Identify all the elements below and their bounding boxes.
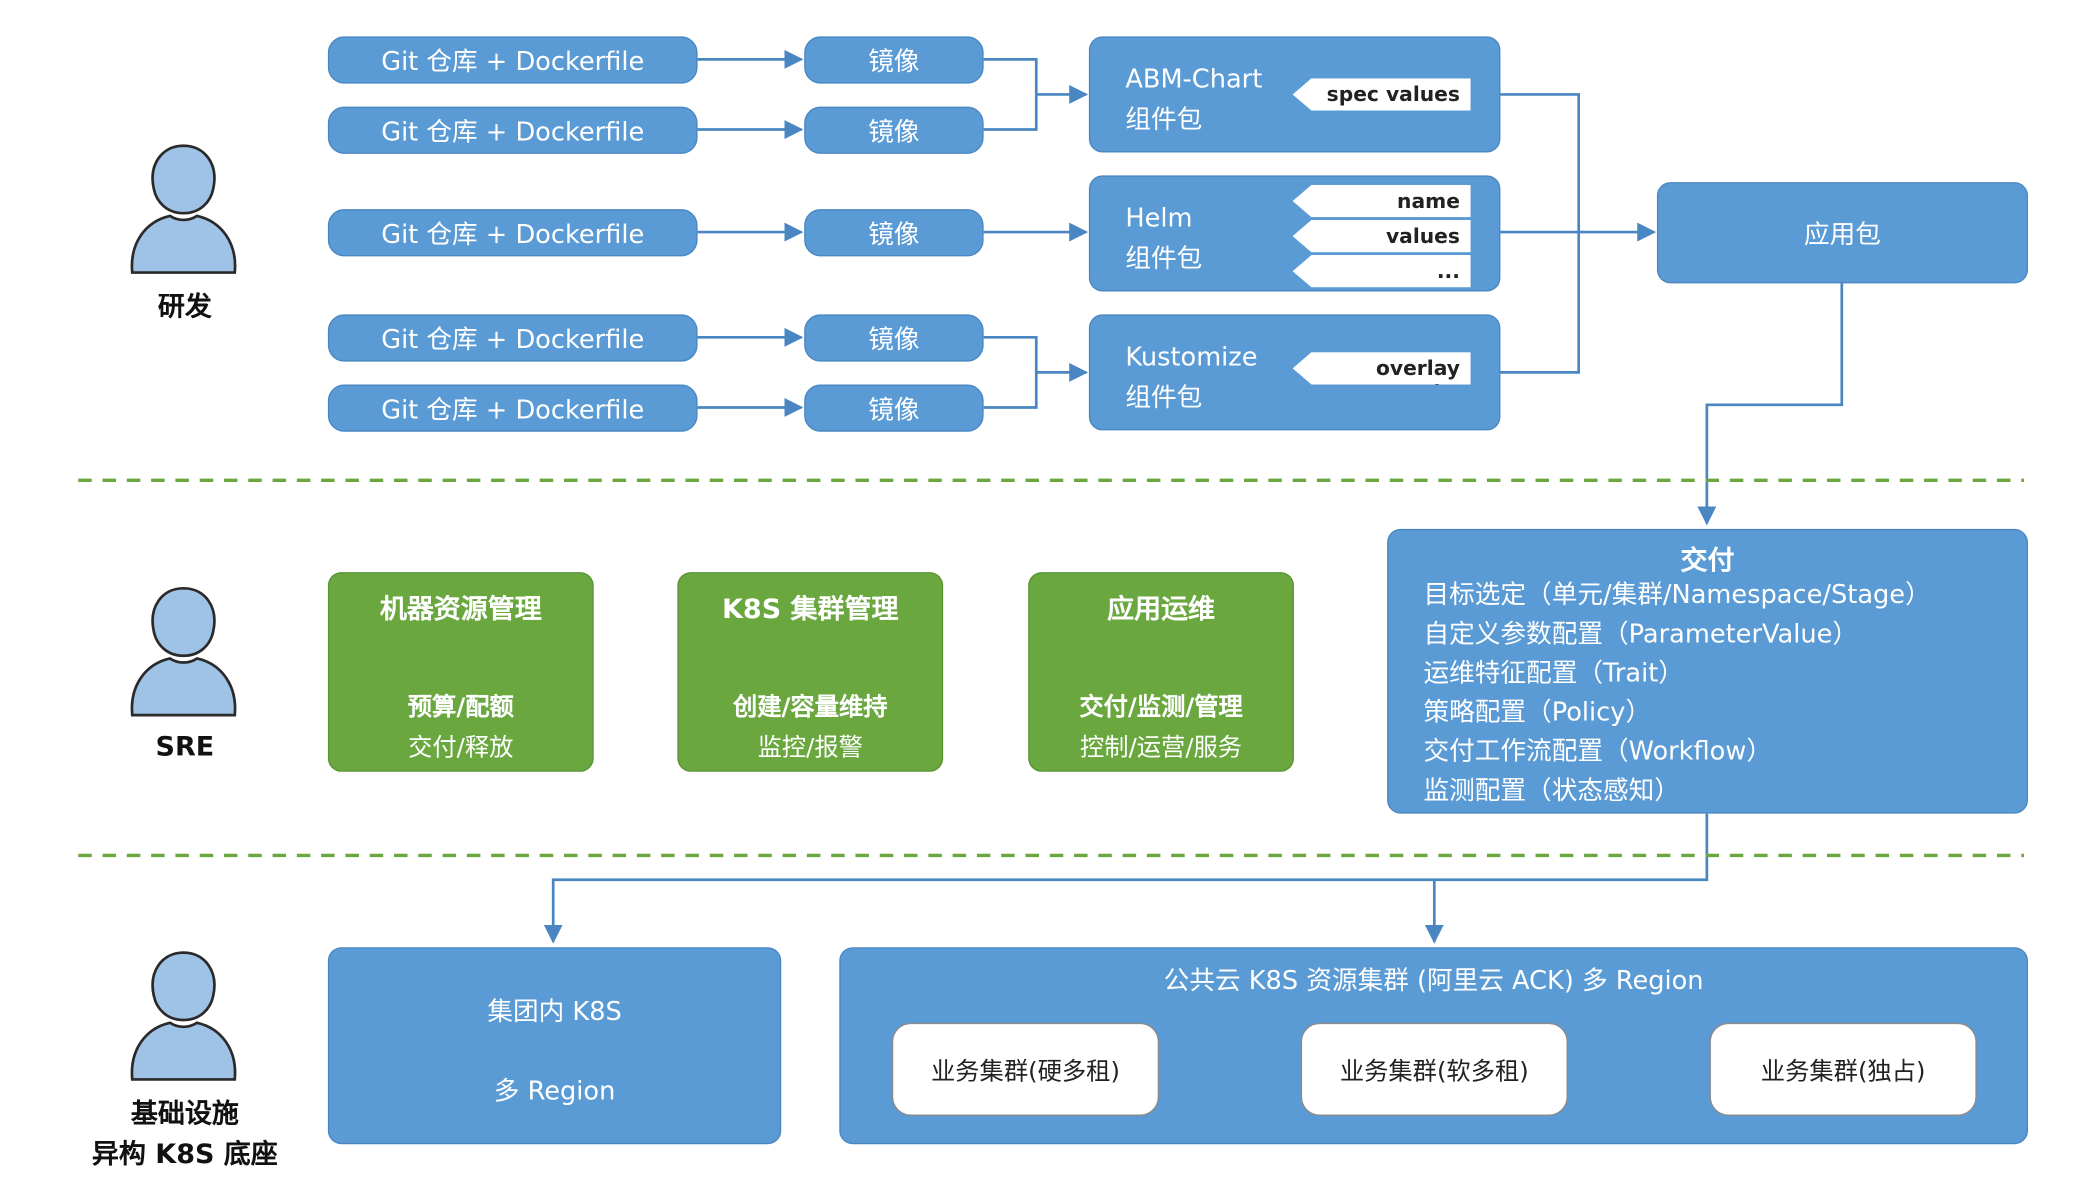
role-label-dev: 研发	[157, 290, 212, 323]
image-box-4: 镜像	[804, 314, 984, 362]
delivery-item: 运维特征配置（Trait）	[1423, 658, 1684, 689]
role-label-infra-line2: 异构 K8S 底座	[91, 1137, 278, 1170]
sre-card-app-ops: 应用运维 交付/监测/管理 控制/运营/服务	[1028, 572, 1294, 772]
internal-k8s-title: 集团内 K8S	[487, 997, 622, 1027]
component-subtitle: 组件包	[1125, 244, 1203, 274]
card-line: 交付/监测/管理	[1079, 693, 1243, 722]
role-label-infra: 基础设施 异构 K8S 底座	[70, 1093, 299, 1174]
delivery-item: 目标选定（单元/集群/Namespace/Stage）	[1423, 580, 1931, 610]
card-line: 控制/运营/服务	[1080, 734, 1243, 763]
card-line: 创建/容量维持	[732, 693, 888, 722]
public-cloud-title: 公共云 K8S 资源集群 (阿里云 ACK) 多 Region	[1163, 966, 1704, 996]
component-abm-chart: ABM-Chart 组件包 spec values	[1088, 36, 1501, 153]
role-label-sre: SRE	[155, 729, 215, 763]
merge-abm	[983, 58, 1038, 131]
business-cluster-exclusive: 业务集群(独占)	[1709, 1022, 1977, 1116]
git-repo-box-5: Git 仓库 + Dockerfile	[327, 384, 698, 432]
delivery-item: 监测配置（状态感知）	[1423, 775, 1680, 806]
component-title: Kustomize	[1125, 342, 1258, 373]
component-title: Helm	[1125, 203, 1193, 234]
param-tag: values	[1292, 219, 1471, 253]
business-cluster-soft-multitenant: 业务集群(软多租)	[1300, 1022, 1568, 1116]
arrow-app-to-delivery	[1697, 283, 1844, 526]
delivery-box: 交付 目标选定（单元/集群/Namespace/Stage） 自定义参数配置（P…	[1387, 528, 2028, 814]
card-title: 应用运维	[1107, 592, 1216, 625]
card-title: 机器资源管理	[379, 592, 542, 625]
component-title: ABM-Chart	[1125, 64, 1263, 95]
image-box-1: 镜像	[804, 36, 984, 84]
person-icon-dev	[130, 144, 237, 274]
sre-card-k8s-cluster: K8S 集群管理 创建/容量维持 监控/报警	[677, 572, 944, 772]
person-icon-sre	[130, 586, 237, 717]
component-helm: Helm 组件包 name values ...	[1088, 175, 1501, 292]
card-line: 预算/配额	[407, 693, 514, 722]
component-kustomize: Kustomize 组件包 overlay paths	[1088, 314, 1501, 431]
delivery-item: 交付工作流配置（Workflow）	[1423, 736, 1772, 767]
role-label-infra-line1: 基础设施	[130, 1096, 239, 1130]
merge-kustomize	[983, 335, 1038, 409]
delivery-item: 策略配置（Policy）	[1423, 697, 1652, 728]
git-repo-box-2: Git 仓库 + Dockerfile	[327, 106, 698, 154]
business-cluster-hard-multitenant: 业务集群(硬多租)	[891, 1022, 1160, 1116]
param-tag: name	[1292, 184, 1471, 218]
git-repo-box-3: Git 仓库 + Dockerfile	[327, 209, 698, 257]
image-box-5: 镜像	[804, 384, 984, 432]
sre-card-machine-resources: 机器资源管理 预算/配额 交付/释放	[327, 572, 594, 772]
param-tag: ...	[1292, 255, 1471, 288]
param-tag: overlay paths	[1292, 352, 1471, 385]
component-subtitle: 组件包	[1125, 383, 1203, 413]
person-icon-infra	[130, 951, 237, 1081]
git-repo-box-1: Git 仓库 + Dockerfile	[327, 36, 698, 84]
line-delivery-down	[543, 813, 1709, 944]
git-repo-box-4: Git 仓库 + Dockerfile	[327, 314, 698, 362]
card-title: K8S 集群管理	[722, 592, 899, 625]
public-cloud-k8s-box: 公共云 K8S 资源集群 (阿里云 ACK) 多 Region 业务集群(硬多租…	[839, 947, 2028, 1145]
internal-k8s-region: 多 Region	[493, 1076, 616, 1107]
image-box-3: 镜像	[804, 209, 984, 257]
component-subtitle: 组件包	[1125, 105, 1203, 135]
delivery-item: 自定义参数配置（ParameterValue）	[1423, 619, 1859, 650]
internal-k8s-box: 集团内 K8S 多 Region	[327, 947, 782, 1145]
delivery-title: 交付	[1680, 543, 1735, 577]
image-box-2: 镜像	[804, 106, 984, 154]
card-line: 交付/释放	[408, 734, 514, 763]
app-package-box: 应用包	[1656, 182, 2028, 284]
card-line: 监控/报警	[757, 734, 863, 763]
param-tag: spec values	[1292, 78, 1471, 111]
